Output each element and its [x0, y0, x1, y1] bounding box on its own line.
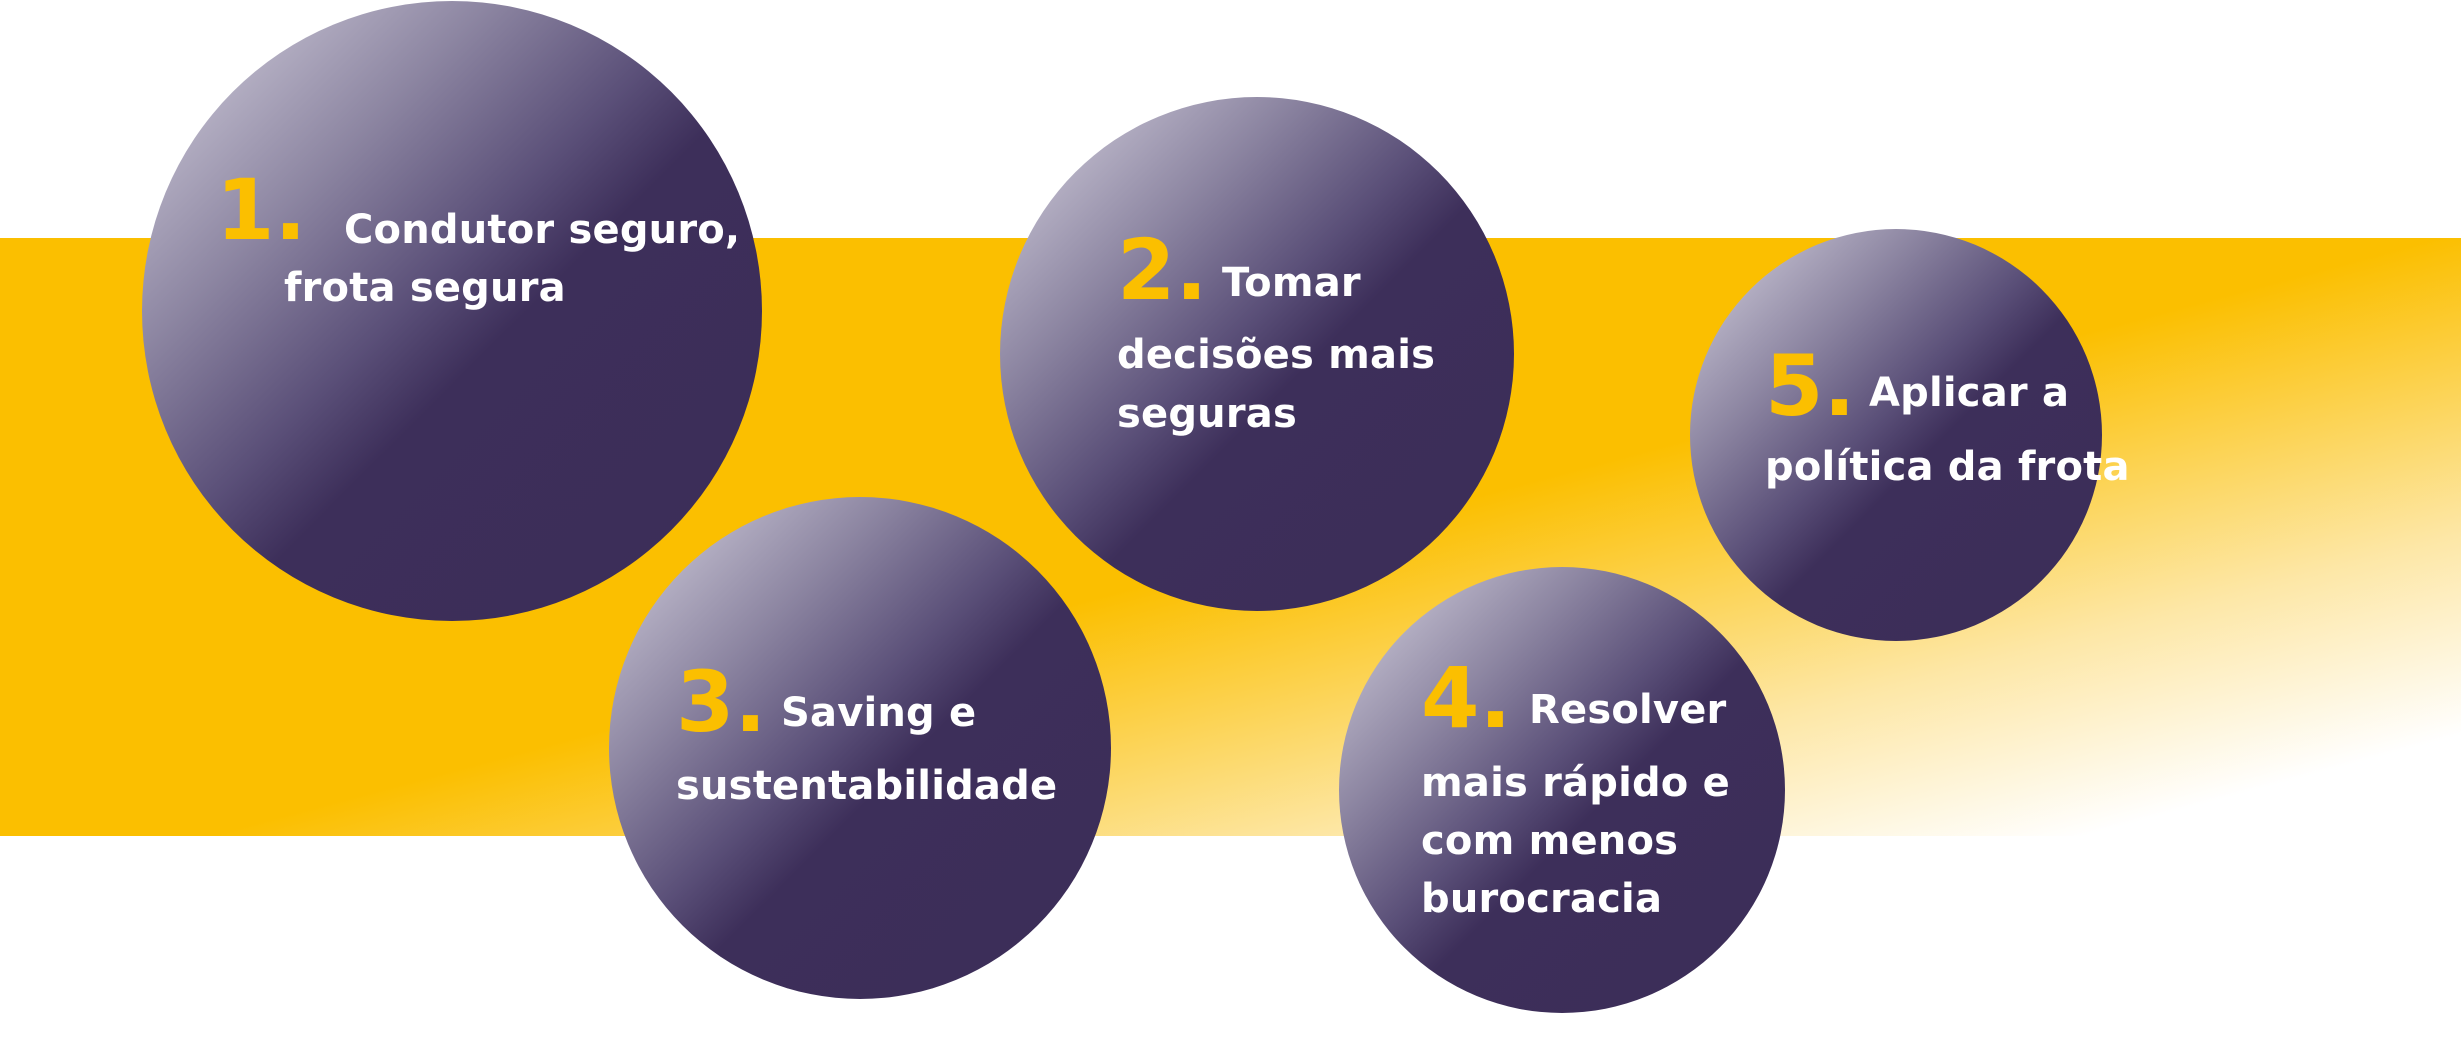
circle-item-4: [1339, 567, 1785, 1013]
item-5-number: 5.: [1765, 337, 1856, 435]
item-3-line-1: Saving e: [781, 690, 977, 736]
item-2-number: 2.: [1117, 221, 1208, 319]
item-4-line-3: com menos: [1421, 818, 1679, 864]
item-1-line-1: Condutor seguro,: [344, 207, 741, 253]
circle-item-5: [1690, 229, 2102, 641]
circle-item-3: [609, 497, 1111, 999]
item-2-line-2: decisões mais: [1117, 332, 1436, 378]
item-2-line-1: Tomar: [1222, 260, 1361, 306]
item-2-line-3: seguras: [1117, 391, 1297, 437]
item-4-line-1: Resolver: [1529, 687, 1727, 733]
item-5-line-2: política da frota: [1765, 444, 2130, 490]
item-4-line-4: burocracia: [1421, 876, 1663, 922]
circle-item-2: [1000, 97, 1514, 611]
item-1-number: 1.: [216, 161, 307, 259]
item-1-line-2: frota segura: [284, 265, 566, 311]
item-4-line-2: mais rápido e: [1421, 760, 1730, 806]
item-4-number: 4.: [1421, 649, 1512, 747]
item-3-line-2: sustentabilidade: [676, 763, 1058, 809]
item-5-line-1: Aplicar a: [1869, 370, 2070, 416]
item-3-number: 3.: [676, 653, 767, 751]
circle-item-1: [142, 1, 762, 621]
